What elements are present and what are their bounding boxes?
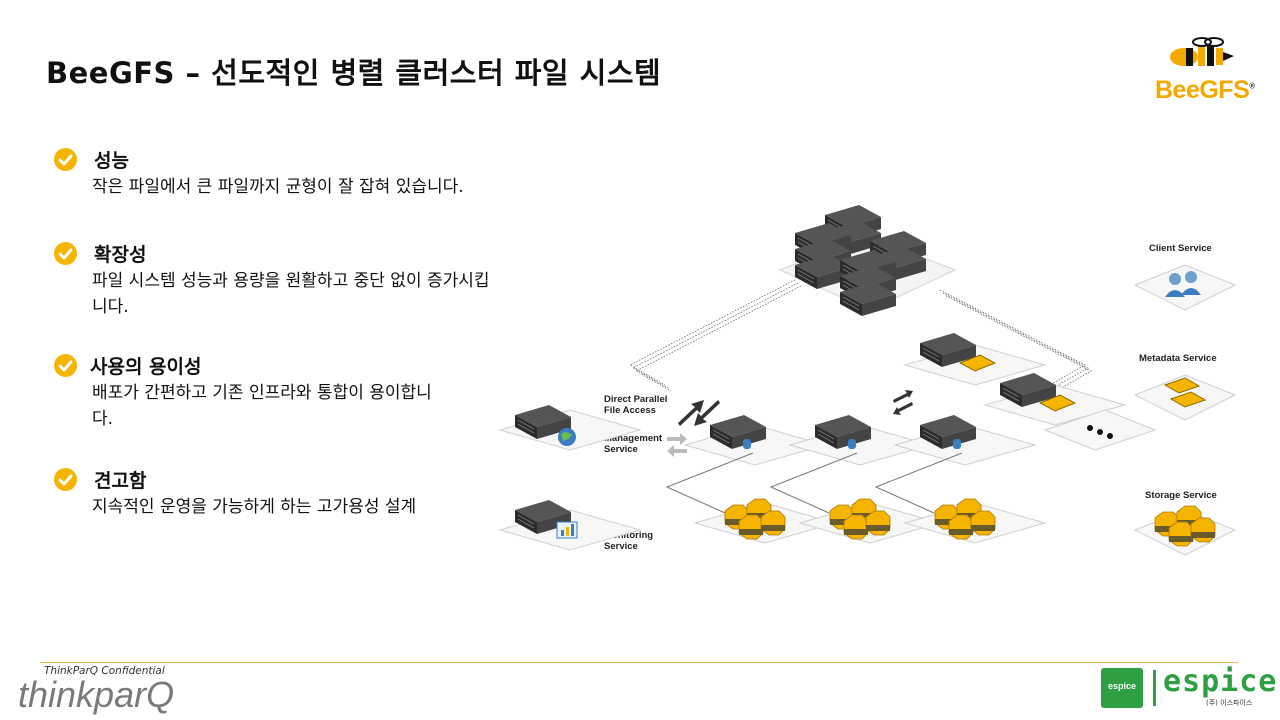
check-icon xyxy=(54,242,77,265)
network-lines xyxy=(629,279,1092,392)
management-arrow-icon xyxy=(667,433,687,457)
feature-title: 사용의 용이성 xyxy=(90,356,202,378)
client-service-icon xyxy=(1133,264,1237,311)
management-label: Management xyxy=(604,433,663,444)
storage-disks-3 xyxy=(904,498,1046,544)
espice-company-name: (주) 이스파이스 xyxy=(1206,699,1253,707)
monitoring-label-2: Service xyxy=(604,541,638,552)
check-icon xyxy=(54,354,77,377)
metadata-server-1 xyxy=(904,332,1046,386)
espice-logo-box: espice xyxy=(1101,668,1143,708)
espice-logo-text: espice xyxy=(1163,664,1278,699)
feature-title: 확장성 xyxy=(94,244,147,266)
storage-server-3 xyxy=(894,414,1036,466)
storage-server-2 xyxy=(789,414,931,466)
feature-desc: 배포가 간편하고 기존 인프라와 통합이 용이합니다. xyxy=(92,383,432,429)
feature-desc: 파일 시스템 성능과 용량을 원활하고 중단 없이 증가시킵니다. xyxy=(92,271,490,317)
metadata-service-label: Metadata Service xyxy=(1139,353,1217,364)
arrow-icon xyxy=(678,400,720,426)
confidential-note: ThinkParQ Confidential xyxy=(44,665,165,677)
more-servers xyxy=(1043,409,1157,451)
metadata-arrow-icon xyxy=(893,390,913,415)
beegfs-logo-text: BeeGFS® xyxy=(1155,76,1255,104)
direct-access-label-2: File Access xyxy=(604,405,656,416)
server-cluster-icon xyxy=(794,204,927,317)
monitoring-node xyxy=(499,499,641,551)
direct-access-label: Direct Parallel xyxy=(604,394,667,405)
feature-title: 견고함 xyxy=(94,470,147,492)
page-title: BeeGFS – 선도적인 병렬 클러스터 파일 시스템 xyxy=(46,56,662,90)
management-label-2: Service xyxy=(604,444,638,455)
footer-divider xyxy=(40,662,1238,663)
metadata-service-icon xyxy=(1133,374,1237,421)
feature-desc: 지속적인 운영을 가능하게 하는 고가용성 설계 xyxy=(92,497,417,517)
architecture-diagram: Direct Parallel File Access Management S… xyxy=(499,204,1237,556)
monitoring-label: Monitoring xyxy=(604,530,653,541)
check-icon xyxy=(54,468,77,491)
thinkparq-logo: thinkparQ xyxy=(18,674,175,715)
beegfs-logo xyxy=(1150,36,1262,106)
metadata-server-2 xyxy=(984,372,1126,426)
storage-service-icon xyxy=(1133,505,1237,556)
storage-service-label: Storage Service xyxy=(1145,490,1217,501)
storage-server-1 xyxy=(684,414,826,466)
client-service-label: Client Service xyxy=(1149,243,1212,254)
feature-title: 성능 xyxy=(94,150,129,172)
check-icon xyxy=(54,148,77,171)
espice-logo-bar xyxy=(1153,670,1156,706)
storage-links xyxy=(665,452,963,514)
feature-desc: 작은 파일에서 큰 파일까지 균형이 잘 잡혀 있습니다. xyxy=(92,177,464,197)
management-node xyxy=(499,404,641,451)
